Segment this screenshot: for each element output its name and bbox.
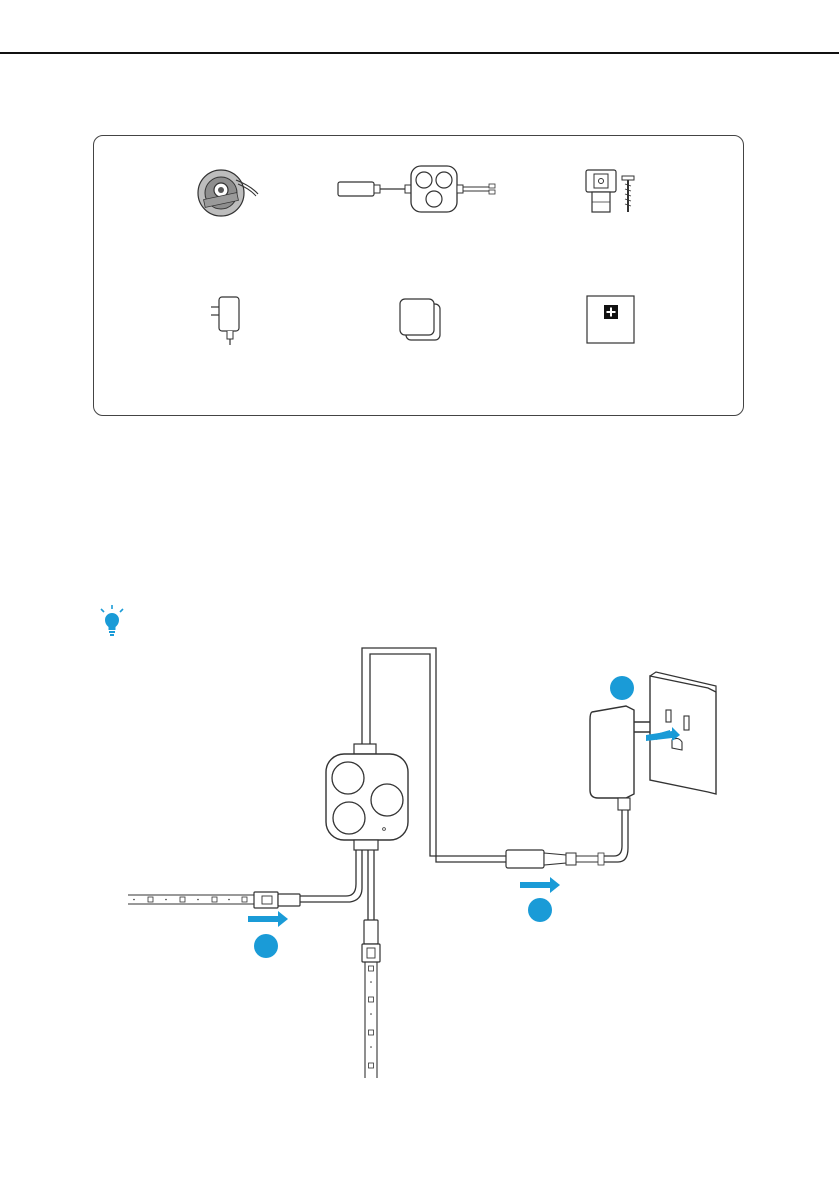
led-strip-horizontal-icon	[128, 892, 300, 908]
step-badge-1	[254, 934, 278, 958]
arrow-right-icon	[520, 877, 560, 893]
step-badge-2	[528, 898, 552, 922]
controller-with-cable-icon	[335, 164, 507, 216]
lightbulb-icon	[97, 604, 127, 638]
mounting-clip-and-screw-icon	[582, 166, 642, 218]
dc-connector-icon	[506, 810, 628, 868]
led-strip-reel-icon	[196, 168, 266, 218]
arrow-right-icon	[248, 911, 288, 927]
power-adapter-diagram-icon	[590, 706, 656, 810]
header-rule	[0, 52, 839, 54]
power-adapter-icon	[205, 293, 245, 347]
step-badge-3	[610, 676, 634, 700]
controller-icon	[326, 744, 408, 850]
led-strip-vertical-icon	[362, 920, 380, 1078]
user-manual-icon	[586, 295, 636, 345]
installation-diagram	[0, 640, 839, 1080]
adhesive-pads-icon	[397, 296, 443, 344]
